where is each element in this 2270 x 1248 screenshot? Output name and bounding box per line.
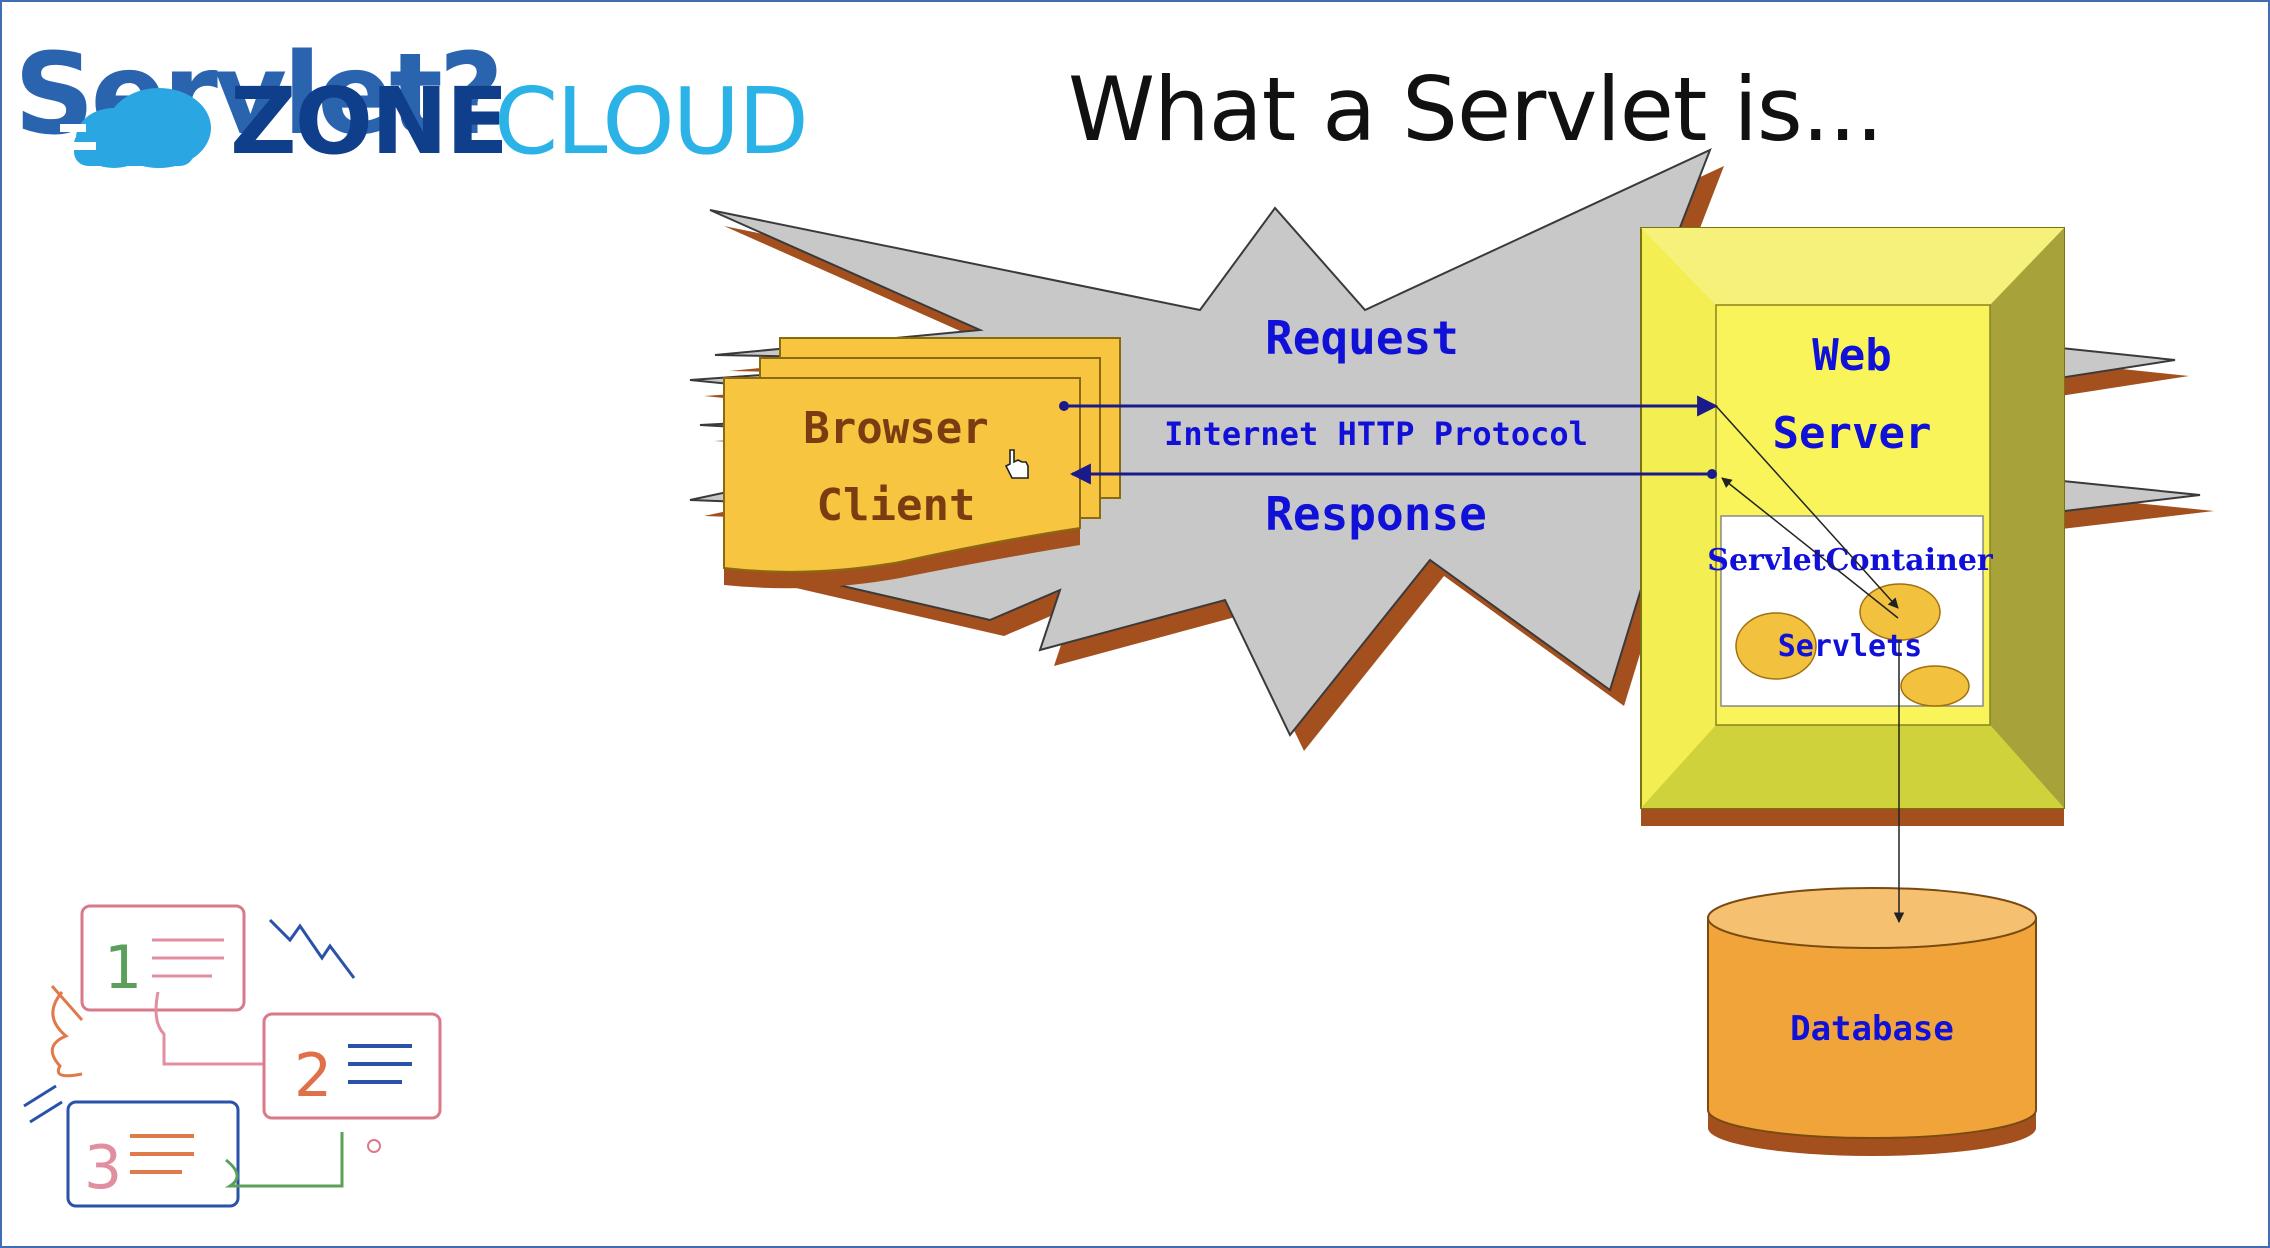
- browser-client: Browser Client: [723, 337, 1121, 589]
- slide-title: What a Servlet is...: [1068, 58, 1884, 161]
- cloud-icon: [60, 88, 211, 168]
- servlets-label: Servlets: [1778, 629, 1923, 664]
- web-server: Web Server ServletContainer Servlets: [1640, 227, 2065, 826]
- web-label-line1: Web: [1812, 330, 1891, 381]
- container-label: ServletContainer: [1707, 543, 1994, 578]
- browser-label-line1: Browser: [803, 403, 988, 454]
- http-arrows: [1059, 395, 1905, 924]
- logo-cloud-text: CLOUD: [494, 68, 809, 175]
- hand-cursor-icon: [1004, 449, 1029, 479]
- task-item-1-number: 1: [104, 933, 142, 1003]
- servlet-container: ServletContainer Servlets: [1707, 515, 1994, 707]
- brand-logo: Servlet? ZONE CLOUD: [14, 30, 814, 175]
- browser-label-line2: Client: [817, 480, 976, 531]
- task-item-2-number: 2: [294, 1041, 332, 1111]
- protocol-label: Internet HTTP Protocol: [1164, 415, 1588, 453]
- request-label: Request: [1265, 311, 1459, 365]
- database-label: Database: [1790, 1009, 1954, 1049]
- logo-zone-text: ZONE: [230, 68, 509, 175]
- database-cylinder: Database: [1707, 887, 2037, 1156]
- web-label-line2: Server: [1773, 408, 1932, 459]
- response-label: Response: [1265, 487, 1487, 541]
- task-list-icon: 1 2 3: [23, 904, 442, 1208]
- task-item-3-number: 3: [84, 1133, 122, 1203]
